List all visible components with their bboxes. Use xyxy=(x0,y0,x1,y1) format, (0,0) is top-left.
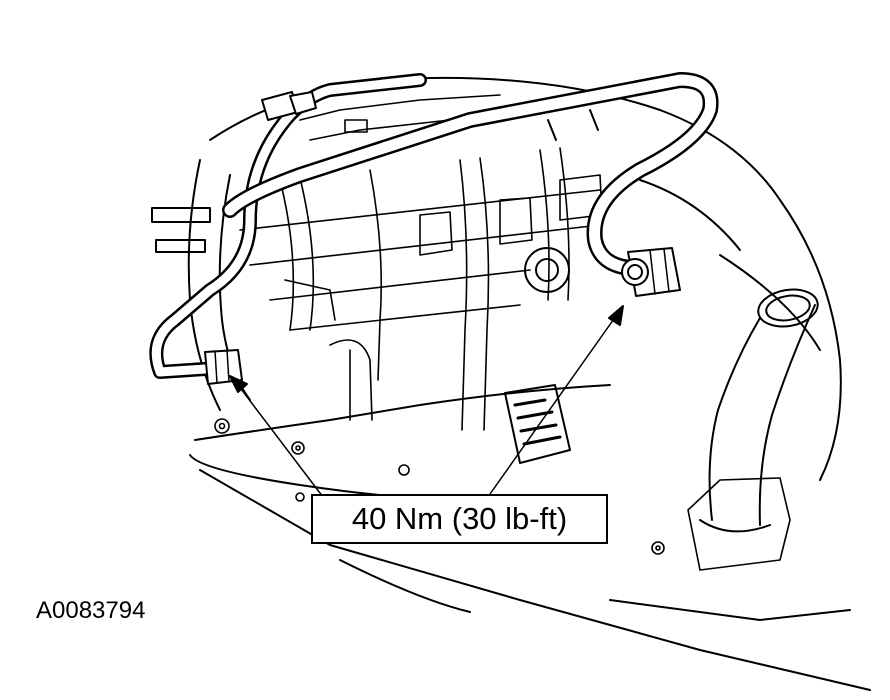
pan-bolts xyxy=(214,418,665,555)
hose-clamp xyxy=(261,91,317,121)
filler-tube xyxy=(687,288,819,571)
case-ribs xyxy=(239,94,603,431)
leader-arrow-right xyxy=(489,305,624,495)
cooler-tube-right xyxy=(222,72,719,276)
leader-arrow-left xyxy=(229,375,324,498)
case-boss xyxy=(524,247,570,293)
torque-callout: 40 Nm (30 lb-ft) xyxy=(311,494,608,544)
figure-id-label: A0083794 xyxy=(36,597,146,624)
left-tube-fitting xyxy=(204,349,243,385)
id-plate xyxy=(504,384,571,464)
right-tube-fitting xyxy=(621,247,681,297)
